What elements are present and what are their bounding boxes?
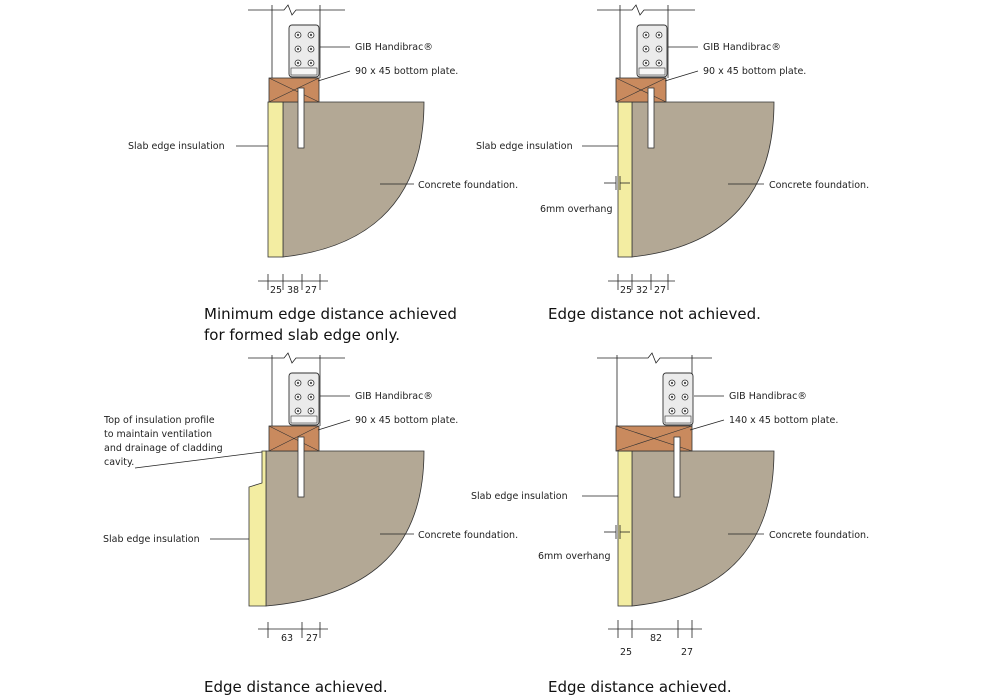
- profile-note-line: and drainage of cladding: [104, 443, 223, 454]
- handibrac-bracket: [636, 24, 668, 78]
- dimension-value: 63: [281, 633, 293, 644]
- concrete-foundation: [631, 101, 775, 258]
- dimension-value: 25: [620, 647, 632, 658]
- dimension-value: 25: [270, 285, 282, 296]
- bottom-plate-label: 90 x 45 bottom plate.: [355, 415, 458, 426]
- dimension-value: 27: [306, 633, 318, 644]
- insulation-label: Slab edge insulation: [128, 141, 225, 152]
- profile-note-line: to maintain ventilation: [104, 429, 212, 440]
- anchor-rod: [647, 87, 655, 149]
- dimension-value: 82: [650, 633, 662, 644]
- bottom-plate: [615, 77, 667, 103]
- panel-caption: Edge distance achieved.: [204, 678, 388, 696]
- handibrac-label: GIB Handibrac®: [355, 391, 433, 402]
- bottom-plate: [615, 425, 693, 452]
- dimension-value: 27: [305, 285, 317, 296]
- panel-3: GIB Handibrac® 90 x 45 bottom plate. Sla…: [103, 352, 518, 696]
- anchor-rod: [673, 436, 681, 498]
- wall-lines: [248, 352, 345, 426]
- bottom-plate: [268, 77, 320, 103]
- profile-note-line: Top of insulation profile: [103, 415, 215, 426]
- dimension-value: 38: [287, 285, 299, 296]
- overhang-label: 6mm overhang: [540, 204, 612, 215]
- wall-lines: [597, 352, 712, 426]
- panel-2: GIB Handibrac® 90 x 45 bottom plate. Sla…: [476, 4, 869, 323]
- profile-note-line: cavity.: [104, 457, 134, 468]
- bottom-plate-label: 90 x 45 bottom plate.: [703, 66, 806, 77]
- wall-lines: [597, 4, 695, 78]
- handibrac-label: GIB Handibrac®: [703, 42, 781, 53]
- concrete-label: Concrete foundation.: [769, 530, 869, 541]
- concrete-foundation: [265, 450, 425, 607]
- panel-caption: for formed slab edge only.: [204, 326, 400, 344]
- anchor-rod: [297, 436, 305, 498]
- dimension-value: 25: [620, 285, 632, 296]
- bottom-plate-label: 90 x 45 bottom plate.: [355, 66, 458, 77]
- handibrac-bracket: [288, 372, 320, 426]
- concrete-label: Concrete foundation.: [418, 530, 518, 541]
- concrete-label: Concrete foundation.: [769, 180, 869, 191]
- panel-4: GIB Handibrac® 140 x 45 bottom plate. Sl…: [471, 352, 869, 696]
- dimension-line: [608, 274, 675, 290]
- panel-caption: Edge distance not achieved.: [548, 305, 761, 323]
- insulation-label: Slab edge insulation: [103, 534, 200, 545]
- overhang-label: 6mm overhang: [538, 551, 610, 562]
- insulation-label: Slab edge insulation: [471, 491, 568, 502]
- bottom-plate: [268, 425, 320, 452]
- dimension-value: 27: [681, 647, 693, 658]
- concrete-label: Concrete foundation.: [418, 180, 518, 191]
- panel-caption: Edge distance achieved.: [548, 678, 732, 696]
- dimension-value: 32: [636, 285, 648, 296]
- dimension-line: [258, 622, 328, 638]
- slab-edge-insulation: [248, 450, 267, 607]
- bottom-plate-label: 140 x 45 bottom plate.: [729, 415, 838, 426]
- dimension-line: [608, 620, 702, 638]
- anchor-rod: [297, 87, 305, 149]
- concrete-foundation: [631, 450, 775, 607]
- handibrac-bracket: [288, 24, 320, 78]
- concrete-foundation: [282, 101, 425, 258]
- wall-lines: [248, 4, 345, 78]
- handibrac-bracket: [662, 372, 694, 426]
- panel-1: GIB Handibrac® 90 x 45 bottom plate. Sla…: [128, 4, 518, 344]
- dimension-line: [258, 274, 328, 290]
- handibrac-label: GIB Handibrac®: [729, 391, 807, 402]
- panel-caption: Minimum edge distance achieved: [204, 305, 457, 323]
- handibrac-label: GIB Handibrac®: [355, 42, 433, 53]
- insulation-label: Slab edge insulation: [476, 141, 573, 152]
- dimension-value: 27: [654, 285, 666, 296]
- slab-edge-insulation: [267, 101, 284, 258]
